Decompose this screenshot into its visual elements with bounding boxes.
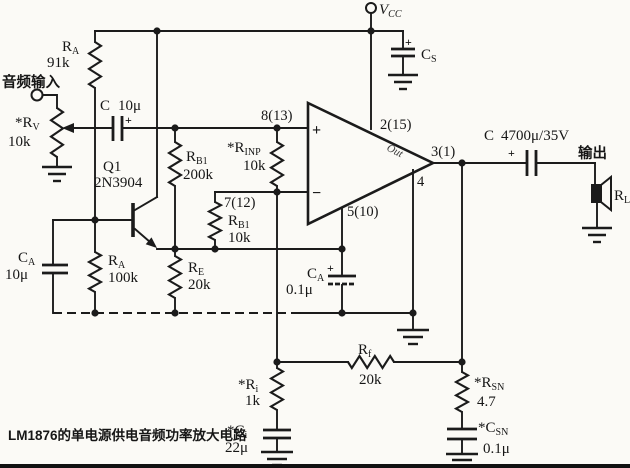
re-label: RE xyxy=(188,260,204,278)
pot-wiper-arrow xyxy=(62,123,74,133)
rsn-label: *RSN xyxy=(474,375,504,393)
rb1-bias-value: 200k xyxy=(183,167,214,183)
capacitor-ca-10u xyxy=(42,263,68,275)
audio-input-label: 音频输入 xyxy=(2,73,60,91)
rv-value: 10k xyxy=(8,134,31,150)
junction-dots xyxy=(91,27,466,366)
pin-8-13: 8(13) xyxy=(261,108,293,124)
rf-value: 20k xyxy=(359,372,382,388)
ground-pin4 xyxy=(397,328,429,346)
capacitor-c-in xyxy=(111,116,124,141)
transistor-q1 xyxy=(131,203,157,248)
capacitor-c-out xyxy=(525,150,538,176)
q1-ref: Q1 xyxy=(103,159,121,175)
ca-base-label: CA xyxy=(18,250,36,268)
csn-value: 0.1μ xyxy=(483,441,510,457)
resistor-rsn xyxy=(453,371,471,413)
c-in-value: 10μ xyxy=(118,98,141,114)
resistor-rb1-200k xyxy=(166,141,184,187)
resistor-rf xyxy=(347,354,395,370)
capacitor-cs xyxy=(391,47,415,58)
rsn-value: 4.7 xyxy=(477,394,496,410)
cs-polarity: + xyxy=(405,35,412,49)
capacitor-csn xyxy=(447,427,477,441)
rf-label: Rf xyxy=(358,342,372,360)
emitter-arrow xyxy=(145,237,157,248)
pin-3-1: 3(1) xyxy=(431,144,455,160)
rb1-fb-value: 10k xyxy=(228,230,251,246)
resistor-ra-91k xyxy=(87,41,103,89)
ri-value: 1k xyxy=(245,393,261,409)
ground-speaker xyxy=(582,226,612,244)
ca-byp-label: CA xyxy=(307,266,325,284)
pin-4: 4 xyxy=(417,174,425,190)
ra-top-value: 91k xyxy=(47,55,70,71)
speaker-rl xyxy=(591,174,612,213)
ground-rv xyxy=(42,165,72,183)
c-out-polarity: + xyxy=(508,146,515,160)
resistor-rb1-10k xyxy=(206,201,224,241)
potentiometer-rv xyxy=(49,107,65,158)
ri-label: *Ri xyxy=(238,377,259,395)
q1-part: 2N3904 xyxy=(94,175,143,191)
rinp-label: *RINP xyxy=(227,140,261,158)
rb1-fb-label: RB1 xyxy=(228,213,250,231)
cs-label: CS xyxy=(421,47,437,65)
audio-input-terminal xyxy=(30,88,44,102)
ca-byp-value: 0.1μ xyxy=(286,282,313,298)
capacitors xyxy=(42,47,538,441)
ground-ci xyxy=(261,450,293,467)
capacitor-ci xyxy=(263,428,291,440)
pin-2-15: 2(15) xyxy=(380,117,412,133)
scan-border xyxy=(0,464,630,468)
pin-7-12: 7(12) xyxy=(224,195,256,211)
capacitor-ca-0u1 xyxy=(328,274,356,286)
resistor-ri xyxy=(268,367,286,411)
ra-top-label: RA xyxy=(62,39,80,57)
c-in-label: C xyxy=(100,98,110,114)
c-out-value: 4700μ/35V xyxy=(501,128,569,144)
c-out-label: C xyxy=(484,128,494,144)
rb1-bias-label: RB1 xyxy=(186,149,208,167)
c-in-polarity: + xyxy=(125,113,132,127)
resistor-ra-100k xyxy=(86,251,104,293)
ci-label: *Ci xyxy=(227,423,248,441)
resistor-rinp xyxy=(268,141,286,187)
opamp-minus-sign: − xyxy=(312,185,321,202)
rv-label: *RV xyxy=(15,115,41,133)
ci-value: 22μ xyxy=(225,440,248,456)
re-value: 20k xyxy=(188,277,211,293)
opamp-plus-sign: + xyxy=(312,122,321,139)
ra-base-label: RA xyxy=(108,253,126,271)
pin-5-10: 5(10) xyxy=(347,204,379,220)
ca-base-value: 10μ xyxy=(5,267,28,283)
csn-label: *CSN xyxy=(478,420,508,438)
caption: LM1876的单电源供电音频功率放大电路 xyxy=(8,427,247,443)
ca-byp-polarity: + xyxy=(327,261,334,275)
labels: VCC + CS RA 91k 音频输入 *RV 10k C 10μ + Q1 … xyxy=(2,2,630,457)
rinp-value: 10k xyxy=(243,158,266,174)
wires xyxy=(42,12,598,455)
vcc-label: VCC xyxy=(379,2,402,20)
ground-cs xyxy=(388,73,418,91)
resistors xyxy=(49,41,471,413)
output-label: 输出 xyxy=(578,144,607,162)
ra-base-value: 100k xyxy=(108,270,139,286)
resistor-re xyxy=(166,255,184,299)
vcc-terminal xyxy=(365,2,377,14)
opamp-out-script: Out xyxy=(385,142,406,161)
rl-label: RL xyxy=(614,188,630,206)
